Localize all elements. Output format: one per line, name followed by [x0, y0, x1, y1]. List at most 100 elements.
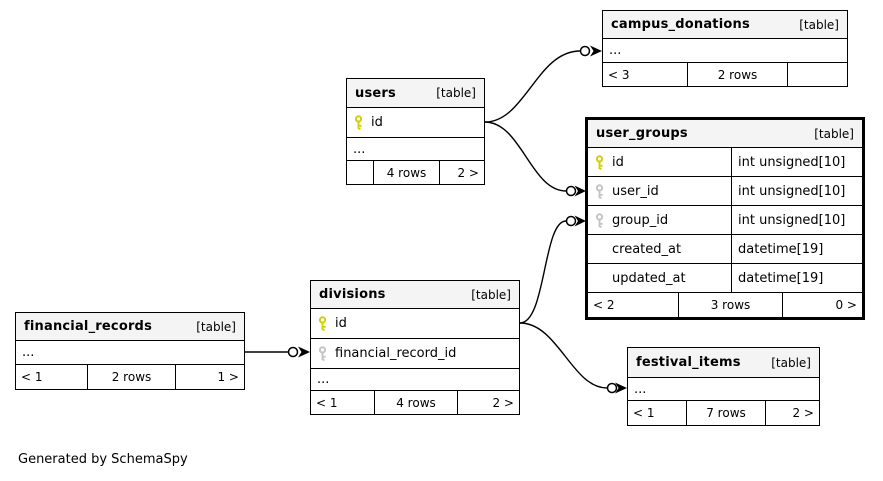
- column-type: int unsigned[10]: [731, 206, 862, 234]
- generated-by-note: Generated by SchemaSpy: [18, 452, 188, 467]
- column-row-user_id: user_id int unsigned[10]: [588, 177, 862, 206]
- stats-children: < 1: [633, 406, 655, 420]
- stats-rowcount: 2 rows: [87, 365, 176, 389]
- column-label: created_at: [612, 241, 682, 257]
- zero-many-circle: [606, 382, 618, 394]
- table-header: festival_items [table]: [628, 348, 819, 378]
- column-label: group_id: [612, 212, 669, 228]
- table-header: financial_records [table]: [16, 313, 244, 341]
- stats-parents: 2 >: [492, 395, 514, 410]
- arrowhead-icon: [298, 346, 310, 358]
- column-label: ...: [634, 381, 647, 397]
- column-row-ellipsis: ...: [16, 341, 244, 365]
- table-stats: 4 rows 2 >: [347, 161, 484, 184]
- column-row-ellipsis: ...: [347, 138, 484, 161]
- column-label: updated_at: [612, 270, 686, 286]
- foreign-key-icon: [594, 212, 612, 228]
- table-users[interactable]: users [table] id ... 4 rows 2 >: [346, 78, 485, 185]
- stats-parents: 0 >: [835, 298, 857, 312]
- column-row-group_id: group_id int unsigned[10]: [588, 206, 862, 235]
- column-label: user_id: [612, 183, 659, 199]
- table-header: users [table]: [347, 79, 484, 108]
- relationship-financial_records-divisions: [245, 346, 310, 358]
- relationship-divisions-festival_items: [519, 322, 627, 394]
- column-type: int unsigned[10]: [731, 148, 862, 176]
- column-row-updated_at: updated_at datetime[19]: [588, 264, 862, 293]
- table-header: divisions [table]: [311, 281, 519, 309]
- table-stats: < 1 7 rows 2 >: [628, 401, 819, 425]
- relationship-users-user_groups: [484, 121, 586, 197]
- table-name[interactable]: user_groups: [596, 126, 688, 141]
- zero-many-circle: [287, 346, 299, 358]
- table-tag: [table]: [771, 355, 811, 370]
- foreign-key-icon: [594, 183, 612, 199]
- stats-rowcount: 3 rows: [678, 293, 783, 317]
- stats-rowcount: 2 rows: [687, 63, 788, 86]
- stats-children: < 1: [316, 395, 338, 410]
- column-label: id: [612, 154, 624, 170]
- table-user_groups[interactable]: user_groups [table] id int unsigned[10] …: [585, 117, 865, 320]
- table-name[interactable]: divisions: [319, 287, 386, 302]
- table-festival_items[interactable]: festival_items [table] ... < 1 7 rows 2 …: [627, 347, 820, 426]
- stats-parents: [788, 63, 847, 86]
- column-label: financial_record_id: [335, 346, 457, 361]
- table-tag: [table]: [814, 126, 854, 141]
- relationship-users-campus_donations: [484, 45, 602, 123]
- column-row-ellipsis: ...: [628, 378, 819, 401]
- stats-rowcount: 4 rows: [374, 391, 458, 414]
- arrowhead-icon: [574, 215, 586, 227]
- column-label: ...: [353, 141, 366, 157]
- column-row-ellipsis: ...: [603, 39, 847, 63]
- zero-many-circle: [565, 185, 577, 197]
- primary-key-icon: [594, 154, 612, 170]
- column-row-created_at: created_at datetime[19]: [588, 235, 862, 264]
- table-name[interactable]: users: [355, 85, 396, 101]
- column-type: datetime[19]: [731, 235, 862, 263]
- stats-parents: 1 >: [217, 370, 239, 384]
- arrowhead-icon: [574, 185, 586, 197]
- table-campus_donations[interactable]: campus_donations [table] ... < 3 2 rows: [602, 10, 848, 87]
- stats-children: [347, 161, 373, 184]
- table-tag: [table]: [799, 17, 839, 32]
- arrowhead-icon: [590, 45, 602, 57]
- column-type: int unsigned[10]: [731, 177, 862, 205]
- table-header: user_groups [table]: [588, 120, 862, 148]
- table-tag: [table]: [436, 86, 476, 100]
- column-row-financial_record_id: financial_record_id: [311, 339, 519, 369]
- column-label: id: [371, 115, 383, 130]
- primary-key-icon: [353, 115, 371, 130]
- table-stats: < 1 4 rows 2 >: [311, 391, 519, 414]
- stats-children: < 2: [593, 298, 615, 312]
- column-row-ellipsis: ...: [311, 369, 519, 391]
- stats-rowcount: 4 rows: [373, 161, 440, 184]
- table-name[interactable]: financial_records: [24, 319, 153, 334]
- primary-key-icon: [317, 316, 335, 331]
- column-label: ...: [22, 345, 35, 360]
- table-stats: < 1 2 rows 1 >: [16, 365, 244, 389]
- stats-children: < 3: [608, 67, 630, 82]
- column-label: ...: [317, 372, 330, 387]
- column-label: ...: [609, 43, 622, 58]
- table-name[interactable]: campus_donations: [611, 17, 750, 32]
- table-tag: [table]: [471, 287, 511, 302]
- table-divisions[interactable]: divisions [table] id financial_record_id…: [310, 280, 520, 415]
- zero-many-circle: [579, 45, 591, 57]
- table-financial_records[interactable]: financial_records [table] ... < 1 2 rows…: [15, 312, 245, 390]
- zero-many-circle: [565, 215, 577, 227]
- table-name[interactable]: festival_items: [636, 355, 741, 370]
- table-stats: < 2 3 rows 0 >: [588, 293, 862, 317]
- arrowhead-icon: [615, 382, 627, 394]
- column-label: id: [335, 316, 347, 331]
- stats-parents: 2 >: [792, 406, 814, 420]
- column-row-id: id int unsigned[10]: [588, 148, 862, 177]
- stats-children: < 1: [21, 370, 43, 384]
- relationship-divisions-user_groups: [519, 215, 586, 324]
- column-row-id: id: [347, 108, 484, 138]
- table-tag: [table]: [196, 319, 236, 334]
- stats-parents: 2 >: [457, 165, 479, 180]
- table-header: campus_donations [table]: [603, 11, 847, 39]
- stats-rowcount: 7 rows: [686, 401, 766, 425]
- foreign-key-icon: [317, 346, 335, 361]
- column-row-id: id: [311, 309, 519, 339]
